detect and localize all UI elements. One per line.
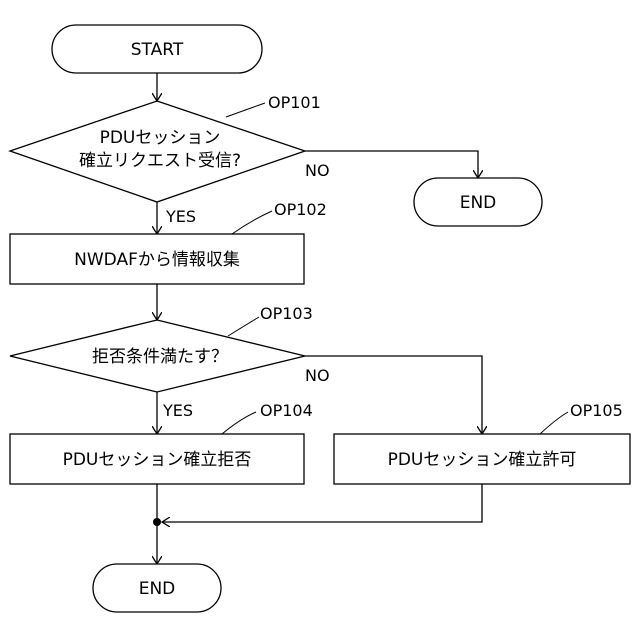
op101-label: OP101: [268, 93, 321, 112]
op103-leader: [228, 317, 259, 336]
end-text-top: END: [460, 193, 497, 213]
op103-yes-label: YES: [162, 401, 193, 420]
arrow-op105-to-merge: [162, 484, 482, 522]
op102-text: NWDAFから情報収集: [74, 250, 240, 270]
op103-label: OP103: [260, 304, 313, 323]
op104-leader: [222, 412, 256, 434]
op101-text-line1: PDUセッション: [100, 128, 221, 148]
end-text-bottom: END: [139, 579, 176, 599]
op101-text-line2: 確立リクエスト受信?: [79, 151, 241, 171]
op104-label: OP104: [260, 401, 313, 420]
op105-leader: [540, 412, 568, 434]
op102-label: OP102: [274, 200, 327, 219]
arrow-op103-no: [305, 356, 482, 434]
op105-text: PDUセッション確立許可: [388, 450, 577, 470]
op101-yes-label: YES: [165, 207, 196, 226]
op105-label: OP105: [570, 401, 623, 420]
op104-text: PDUセッション確立拒否: [63, 450, 252, 470]
op101-leader: [226, 103, 265, 117]
op101-no-label: NO: [305, 161, 330, 180]
op103-no-label: NO: [305, 366, 330, 385]
start-text: START: [131, 40, 184, 60]
arrow-op101-no: [305, 151, 478, 178]
op102-leader: [232, 211, 272, 234]
op103-text: 拒否条件満たす？: [92, 347, 228, 367]
